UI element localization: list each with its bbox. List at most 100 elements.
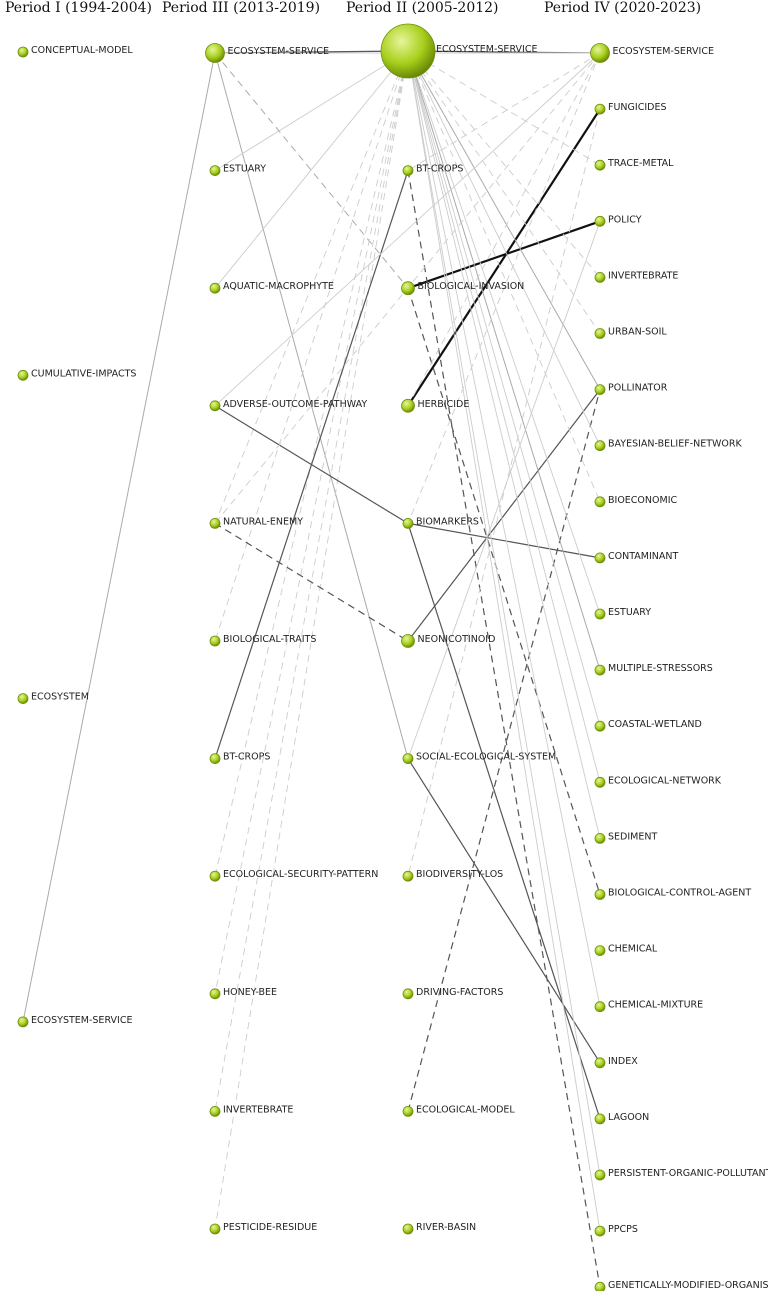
node-circle bbox=[594, 496, 606, 508]
node-circle bbox=[402, 165, 414, 177]
link-p2-ecosystem-service-to-p4-trace-metal bbox=[407, 50, 601, 166]
node-p2-ecological-model: ECOLOGICAL-MODEL bbox=[402, 1104, 515, 1117]
link-p4-policy-to-p2-social-ecological-system bbox=[407, 221, 601, 759]
node-label: BIOLOGICAL-CONTROL-AGENT bbox=[608, 888, 751, 899]
node-p4-chemical-mixture: CHEMICAL-MIXTURE bbox=[594, 1000, 703, 1013]
node-circle bbox=[594, 608, 606, 620]
link-p2-neonicotinoid-to-p4-pollinator bbox=[407, 389, 601, 642]
link-p2-ecosystem-service-to-p4-multiple-stressors bbox=[407, 50, 601, 671]
node-p2-ecosystem-service: ECOSYSTEM-SERVICE bbox=[380, 23, 537, 79]
node-label: INVERTEBRATE bbox=[223, 1104, 293, 1115]
node-circle bbox=[590, 43, 610, 63]
node-circle bbox=[402, 870, 414, 882]
node-circle bbox=[594, 159, 606, 171]
node-p4-genetically-modified-organism: GENETICALLY-MODIFIED-ORGANIS bbox=[594, 1280, 768, 1291]
node-p2-social-ecological-system: SOCIAL-ECOLOGICAL-SYSTEM bbox=[402, 752, 556, 764]
node-label: ESTUARY bbox=[608, 607, 651, 618]
period-title-p2: Period II (2005-2012) bbox=[346, 0, 499, 16]
node-p4-index: INDEX bbox=[594, 1056, 638, 1069]
node-label: ECOSYSTEM-SERVICE bbox=[228, 46, 329, 57]
link-p4-ecosystem-service-to-p2-bt-crops bbox=[407, 52, 601, 171]
node-circle bbox=[402, 1223, 414, 1235]
link-p4-ecosystem-service-to-p2-biomarkers bbox=[407, 52, 601, 524]
node-p1-ecosystem-service: ECOSYSTEM-SERVICE bbox=[17, 1015, 132, 1028]
node-p4-pollinator: POLLINATOR bbox=[594, 383, 668, 396]
node-circle bbox=[594, 1057, 606, 1069]
node-label: ECOSYSTEM-SERVICE bbox=[613, 46, 714, 57]
node-circle bbox=[594, 328, 606, 339]
node-p2-biomarkers: BIOMARKERS bbox=[402, 516, 479, 529]
node-circle bbox=[209, 518, 221, 529]
node-p3-aquatic-macrophyte: AQUATIC-MACROPHYTE bbox=[209, 281, 334, 294]
node-circle bbox=[209, 282, 221, 294]
node-p4-bioeconomic: BIOECONOMIC bbox=[594, 495, 677, 508]
node-label: LAGOON bbox=[608, 1112, 649, 1123]
link-p2-ecosystem-service-to-p4-persistent-organic-pollutant bbox=[407, 50, 601, 1176]
node-label: CONTAMINANT bbox=[608, 551, 678, 562]
node-p2-driving-factors: DRIVING-FACTORS bbox=[402, 987, 503, 1000]
link-p2-ecosystem-service-to-p4-bioeconomic bbox=[407, 50, 601, 502]
node-circle bbox=[594, 664, 606, 676]
node-circle bbox=[209, 165, 221, 177]
node-circle bbox=[17, 46, 29, 58]
link-p2-ecosystem-service-to-p4-chemical-mixture bbox=[407, 50, 601, 1007]
node-circle bbox=[209, 1106, 221, 1117]
node-label: DRIVING-FACTORS bbox=[416, 987, 503, 998]
node-circle bbox=[594, 776, 606, 788]
node-p4-chemical: CHEMICAL bbox=[594, 944, 658, 956]
node-circle bbox=[17, 369, 29, 381]
node-circle bbox=[594, 889, 606, 900]
links-layer bbox=[22, 50, 601, 1288]
node-label: POLICY bbox=[608, 214, 642, 225]
node-p3-adverse-outcome-pathway: ADVERSE-OUTCOME-PATHWAY bbox=[209, 399, 367, 412]
node-p3-ecosystem-service: ECOSYSTEM-SERVICE bbox=[205, 43, 329, 63]
node-p2-biodiversity-los: BIODIVERSITY-LOS bbox=[402, 869, 503, 882]
node-circle bbox=[594, 1113, 606, 1125]
node-p4-urban-soil: URBAN-SOIL bbox=[594, 327, 667, 339]
link-p2-ecosystem-service-to-p4-ppcps bbox=[407, 50, 601, 1232]
link-p2-ecosystem-service-to-p3-pesticide-residue bbox=[214, 50, 409, 1230]
node-label: URBAN-SOIL bbox=[608, 327, 667, 338]
node-p2-herbicide: HERBICIDE bbox=[401, 399, 469, 413]
node-label: ECOSYSTEM-SERVICE bbox=[31, 1015, 132, 1026]
node-p4-contaminant: CONTAMINANT bbox=[594, 551, 678, 564]
period-title-p1: Period I (1994-2004) bbox=[5, 0, 152, 16]
node-label: GENETICALLY-MODIFIED-ORGANIS bbox=[608, 1280, 768, 1291]
node-circle bbox=[17, 1016, 29, 1028]
node-circle bbox=[594, 1169, 606, 1181]
node-p3-estuary: ESTUARY bbox=[209, 164, 266, 177]
link-p2-social-ecological-system-to-p4-index bbox=[407, 758, 601, 1064]
node-label: RIVER-BASIN bbox=[416, 1222, 476, 1233]
node-circle bbox=[402, 518, 414, 529]
node-label: BT-CROPS bbox=[416, 164, 463, 175]
link-p3-adverse-outcome-pathway-to-p2-biomarkers bbox=[214, 405, 409, 524]
node-label: MULTIPLE-STRESSORS bbox=[608, 663, 713, 674]
node-label: INDEX bbox=[608, 1056, 638, 1067]
node-label: ECOLOGICAL-SECURITY-PATTERN bbox=[223, 869, 378, 880]
node-circle bbox=[594, 552, 606, 564]
node-circle bbox=[401, 634, 415, 648]
node-p4-bayesian-belief-network: BAYESIAN-BELIEF-NETWORK bbox=[594, 439, 743, 452]
link-p2-ecosystem-service-to-p3-biological-traits bbox=[214, 50, 409, 642]
link-p2-ecosystem-service-to-p4-estuary bbox=[407, 50, 601, 615]
node-p4-coastal-wetland: COASTAL-WETLAND bbox=[594, 719, 702, 732]
node-circle bbox=[594, 440, 606, 452]
link-p3-natural-enemy-to-p2-neonicotinoid bbox=[214, 522, 409, 642]
node-label: NATURAL-ENEMY bbox=[223, 516, 303, 527]
node-p4-ecosystem-service: ECOSYSTEM-SERVICE bbox=[590, 43, 714, 63]
link-p2-ecosystem-service-to-p4-pollinator bbox=[407, 50, 601, 390]
node-circle bbox=[402, 988, 414, 1000]
link-p2-ecological-model-to-p4-pollinator bbox=[407, 389, 601, 1112]
node-p3-ecological-security-pattern: ECOLOGICAL-SECURITY-PATTERN bbox=[209, 869, 378, 882]
node-label: SEDIMENT bbox=[608, 831, 657, 842]
node-circle bbox=[209, 1223, 221, 1235]
node-label: ESTUARY bbox=[223, 164, 266, 175]
link-p2-herbicide-to-p4-fungicides bbox=[407, 108, 601, 407]
node-p4-ppcps: PPCPS bbox=[594, 1224, 638, 1237]
node-label: TRACE-METAL bbox=[607, 158, 674, 169]
period-title-p3: Period III (2013-2019) bbox=[162, 0, 320, 16]
node-p4-estuary: ESTUARY bbox=[594, 607, 651, 620]
node-circle bbox=[594, 1001, 606, 1013]
node-label: CHEMICAL bbox=[608, 944, 658, 955]
